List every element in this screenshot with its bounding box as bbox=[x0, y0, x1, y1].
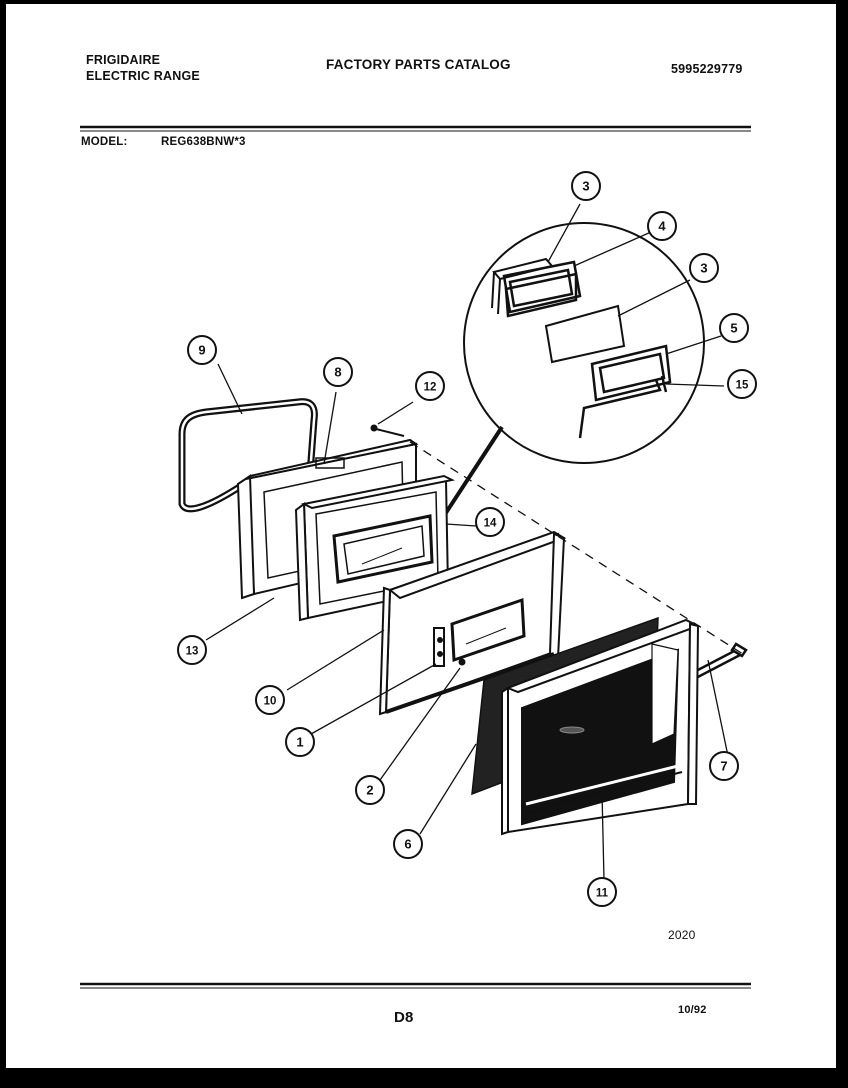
callout-circle bbox=[709, 751, 739, 781]
callout-number: 12 bbox=[424, 382, 437, 394]
callout-number: 3 bbox=[582, 179, 589, 194]
callout-number: 1 bbox=[296, 735, 303, 750]
callout-circle bbox=[177, 635, 207, 665]
drawing-number: 2020 bbox=[668, 928, 696, 942]
catalog-title: FACTORY PARTS CATALOG bbox=[326, 57, 511, 72]
callout-number: 9 bbox=[198, 343, 205, 358]
page-code: D8 bbox=[394, 1009, 414, 1026]
callout-number: 6 bbox=[404, 837, 411, 852]
callout-number: 8 bbox=[334, 365, 341, 380]
callout-circle bbox=[647, 211, 677, 241]
model-number: REG638BNW*3 bbox=[161, 136, 246, 148]
callout-circle bbox=[187, 335, 217, 365]
product-type: ELECTRIC RANGE bbox=[86, 69, 200, 83]
callout-c3a: 3 bbox=[571, 171, 601, 201]
callout-number: 13 bbox=[186, 646, 199, 658]
callout-number: 7 bbox=[720, 759, 727, 774]
callout-circle bbox=[415, 371, 445, 401]
detail-glass-3 bbox=[544, 304, 626, 364]
catalog-page: FRIGIDAIRE ELECTRIC RANGE FACTORY PARTS … bbox=[6, 4, 836, 1068]
callout-c5: 5 bbox=[719, 313, 749, 343]
callout-circle bbox=[475, 507, 505, 537]
detail-leaders bbox=[547, 203, 725, 387]
leader-12 bbox=[377, 401, 414, 425]
catalog-number: 5995229779 bbox=[671, 62, 743, 76]
callout-number: 5 bbox=[730, 321, 737, 336]
callout-c13: 13 bbox=[177, 635, 207, 665]
door-bracket-1 bbox=[433, 627, 445, 667]
callout-c3b: 3 bbox=[689, 253, 719, 283]
callout-circle bbox=[255, 685, 285, 715]
detail-clip-15 bbox=[578, 375, 668, 439]
outer-window-10 bbox=[450, 597, 526, 663]
detail-magnifier-circle bbox=[463, 222, 705, 464]
callout-circle bbox=[571, 171, 601, 201]
callout-circle bbox=[587, 877, 617, 907]
oven-window-assembly bbox=[332, 514, 434, 584]
callout-c11: 11 bbox=[587, 877, 617, 907]
outer-door-panel-11 bbox=[501, 618, 701, 836]
callout-c15: 15 bbox=[727, 369, 757, 399]
brand-name: FRIGIDAIRE bbox=[86, 53, 161, 67]
callout-number: 10 bbox=[264, 696, 277, 708]
callout-c1: 1 bbox=[285, 727, 315, 757]
detail-frame-4 bbox=[502, 260, 582, 318]
callout-number: 2 bbox=[366, 783, 373, 798]
callout-c14: 14 bbox=[475, 507, 505, 537]
callout-circle bbox=[689, 253, 719, 283]
callout-c10: 10 bbox=[255, 685, 285, 715]
callout-c8: 8 bbox=[323, 357, 353, 387]
callout-number: 14 bbox=[484, 518, 497, 530]
callout-circle bbox=[355, 775, 385, 805]
callout-number: 4 bbox=[658, 219, 666, 234]
callout-c7: 7 bbox=[709, 751, 739, 781]
callout-c6: 6 bbox=[393, 829, 423, 859]
callout-circle bbox=[727, 369, 757, 399]
screw-12 bbox=[370, 424, 405, 437]
callout-circle bbox=[285, 727, 315, 757]
callout-c9: 9 bbox=[187, 335, 217, 365]
callout-number: 15 bbox=[736, 380, 749, 392]
callout-circle bbox=[323, 357, 353, 387]
callout-circle bbox=[719, 313, 749, 343]
callout-c2: 2 bbox=[355, 775, 385, 805]
callout-number: 3 bbox=[700, 261, 707, 276]
callout-c4: 4 bbox=[647, 211, 677, 241]
callout-c12: 12 bbox=[415, 371, 445, 401]
door-gasket-9 bbox=[178, 398, 318, 513]
callout-leaders bbox=[205, 363, 729, 881]
assembly-dashed-line bbox=[409, 441, 747, 657]
detail-frame-5 bbox=[590, 344, 672, 402]
screw-2 bbox=[458, 658, 466, 666]
revision-date: 10/92 bbox=[678, 1004, 707, 1016]
callout-number: 11 bbox=[596, 888, 609, 900]
magnifier-leader bbox=[436, 425, 504, 527]
callout-circle bbox=[393, 829, 423, 859]
model-label: MODEL: bbox=[81, 136, 128, 148]
